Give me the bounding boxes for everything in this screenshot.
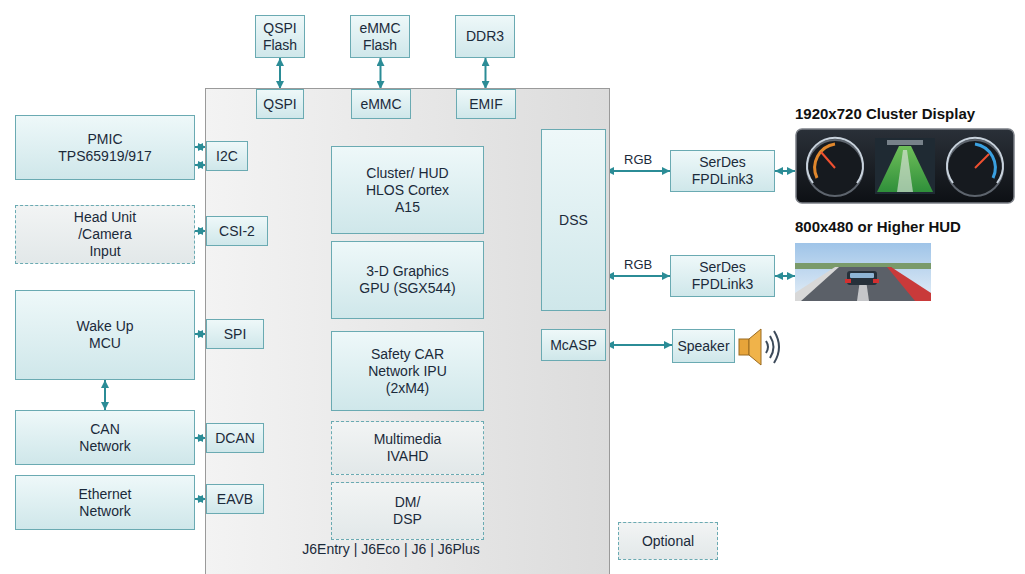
interface-box: McASP [541,329,606,361]
connector [485,58,487,89]
interface-box: EAVB [206,484,264,514]
box-label: Multimedia IVAHD [363,431,453,465]
box-label: Ethernet Network [65,486,145,520]
connector [279,58,281,89]
legend-box: Optional [618,522,718,560]
box-label: CSI-2 [219,223,255,240]
display-node: 800x480 or Higher HUD [795,218,1000,301]
interface-box: DCAN [206,423,264,453]
interface-box: CSI-2 [206,216,268,246]
connector [606,275,670,277]
cluster-display-picture [795,128,1015,204]
flash-box: QSPI Flash [255,15,305,58]
connector [104,380,106,410]
box-label: DDR3 [466,28,504,45]
box-label: QSPI Flash [259,20,301,54]
box-label: SerDes FPDLink3 [688,259,758,293]
core-box: Multimedia IVAHD [331,421,484,475]
display-title: 1920x720 Cluster Display [795,105,975,122]
serdes-box: SerDes FPDLink3 [670,255,775,297]
display-title: 800x480 or Higher HUD [795,218,961,235]
core-box: Safety CAR Network IPU (2xM4) [331,331,484,411]
box-label: eMMC Flash [358,20,402,54]
box-label: DCAN [215,430,255,447]
interface-box: DSS [541,129,606,311]
speaker-icon [737,326,785,368]
interface-box: SPI [206,319,264,349]
legend-label: Optional [642,533,694,550]
interface-box: I2C [206,141,248,171]
box-label: DM/ DSP [388,494,428,528]
signal-label: RGB [622,152,654,167]
core-box: 3-D Graphics GPU (SGX544) [331,241,484,319]
input-box: Head Unit /Camera Input [15,205,195,264]
core-box: Cluster/ HUD HLOS Cortex A15 [331,146,484,234]
speaker-box: Speaker [672,329,735,363]
box-label: EAVB [217,491,253,508]
core-box: DM/ DSP [331,482,484,540]
box-label: I2C [216,148,238,165]
connector [775,170,795,172]
connector [775,275,795,277]
box-label: McASP [550,337,597,354]
connector [606,344,672,346]
pmic-box: PMIC TPS65919/917 [15,115,195,180]
network-box: CAN Network [15,410,195,465]
interface-box: QSPI [256,89,304,119]
network-box: Ethernet Network [15,475,195,530]
soc-box: J6Entry | J6Eco | J6 | J6Plus QSPI eMMC EMI… [205,88,610,574]
chip-name: J6Entry | J6Eco | J6 | J6Plus [246,541,536,558]
flash-box: eMMC Flash [350,15,410,58]
box-label: Safety CAR Network IPU (2xM4) [360,346,455,397]
box-label: PMIC TPS65919/917 [40,131,170,165]
hud-picture [795,243,931,301]
box-label: Head Unit /Camera Input [65,209,145,260]
box-label: EMIF [469,96,502,113]
connector [606,170,670,172]
signal-label: RGB [622,257,654,272]
box-label: CAN Network [70,421,140,455]
memory-box: DDR3 [455,15,515,58]
display-node: 1920x720 Cluster Display [795,105,1015,205]
interface-box: eMMC [351,89,411,119]
interface-box: EMIF [456,89,516,119]
box-label: Speaker [677,338,729,355]
box-label: Wake Up MCU [70,318,140,352]
box-label: 3-D Graphics GPU (SGX544) [358,263,458,297]
mcu-box: Wake Up MCU [15,290,195,380]
box-label: eMMC [360,96,401,113]
box-label: DSS [559,212,588,229]
box-label: QSPI [263,96,296,113]
serdes-box: SerDes FPDLink3 [670,150,775,192]
box-label: Cluster/ HUD HLOS Cortex A15 [358,165,458,216]
box-label: SerDes FPDLink3 [688,154,758,188]
connector [380,58,382,89]
box-label: SPI [224,326,247,343]
